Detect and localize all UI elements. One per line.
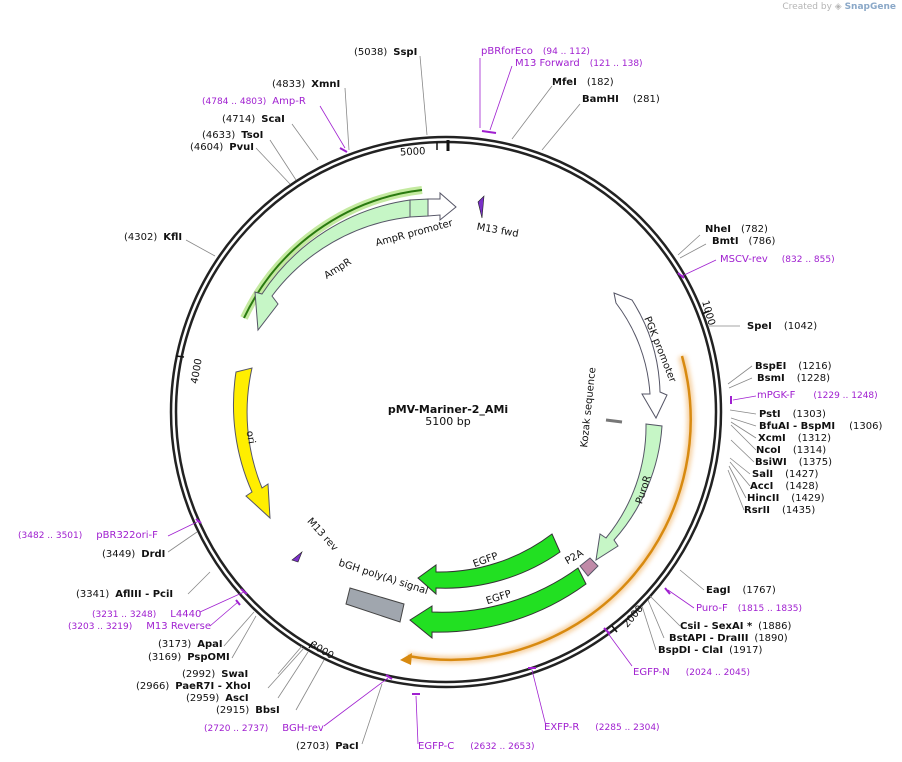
- tick-3000: [308, 641, 314, 649]
- enzyme-leader-lines: [167, 55, 757, 745]
- egfp-n-site: [603, 627, 611, 635]
- primer-egfp-n: EGFP-N(2024 .. 2045): [633, 667, 750, 678]
- bgh-rev-site: [385, 674, 393, 680]
- puror-feature: [595, 423, 663, 562]
- pbrforeco-site: [481, 130, 497, 134]
- puro-f-site: [664, 587, 671, 595]
- ampr-promoter-arrow: [427, 191, 457, 222]
- enzyme-xcmi: XcmI(1312): [758, 433, 831, 444]
- tick-4000: [175, 355, 185, 358]
- credit-brand: SnapGene: [844, 2, 896, 12]
- enzyme-paci: (2703)PacI: [296, 741, 359, 752]
- amp-r-site: [339, 147, 348, 153]
- primer-pbrforeco: pBRforEco(94 .. 112): [481, 46, 590, 57]
- enzyme-bamhi: BamHI(281): [582, 94, 660, 105]
- enzyme-nhei: NheI(782): [705, 224, 768, 235]
- enzyme-ncoi: NcoI(1314): [756, 445, 826, 456]
- enzyme-tsoi: (4633)TsoI: [202, 130, 263, 141]
- primer-puro-f: Puro-F(1815 .. 1835): [696, 603, 802, 614]
- m13-fwd-marker: [477, 195, 485, 219]
- enzyme-paer7i-xhoi: (2966)PaeR7I - XhoI: [136, 681, 251, 692]
- enzyme-afliii-pcii: (3341)AflIII - PciI: [76, 589, 173, 600]
- egfp-feature-2: [409, 567, 587, 640]
- enzyme-hincii: HincII(1429): [747, 493, 825, 504]
- enzyme-spei: SpeI(1042): [747, 321, 817, 332]
- primer-amp-r: (4784 .. 4803)Amp-R: [202, 96, 306, 107]
- enzyme-bsiwi: BsiWI(1375): [755, 457, 832, 468]
- enzyme-bmti: BmtI(786): [712, 236, 776, 247]
- enzyme-acci: AccI(1428): [750, 481, 819, 492]
- kozak-marker: [605, 418, 623, 424]
- tick-label-4000: 4000: [189, 358, 204, 385]
- enzyme-swai: (2992)SwaI: [182, 669, 248, 680]
- enzyme-pspomi: (3169)PspOMI: [148, 652, 230, 663]
- plasmid-name: pMV-Mariner-2_AMi: [388, 403, 508, 416]
- tick-2000: [611, 625, 618, 633]
- enzyme-apai: (3173)ApaI: [158, 639, 223, 650]
- tick-label-5000: 5000: [400, 146, 426, 158]
- m13-fwd-label: M13 fwd: [476, 222, 520, 240]
- enzyme-bbsi: (2915)BbsI: [216, 705, 280, 716]
- enzyme-csii-sexai: CsiI - SexAI *(1886): [680, 621, 792, 632]
- m13-rev-marker: [291, 551, 303, 563]
- mscv-rev-site: [677, 272, 685, 279]
- enzyme-psti: PstI(1303): [759, 409, 826, 420]
- enzyme-bsmi: BsmI(1228): [757, 373, 830, 384]
- ampr-orf-arrow: [243, 189, 423, 319]
- p2a-feature: [579, 557, 599, 577]
- primer-exfp-r: EXFP-R(2285 .. 2304): [544, 722, 660, 733]
- pgk-promoter-feature: [613, 292, 668, 420]
- ampr-promoter-label: AmpR promoter: [374, 218, 454, 249]
- backbone-inner-ring: [174, 140, 718, 684]
- snapgene-logo-icon: ◈: [834, 2, 842, 12]
- m13-rev-label: M13 rev: [304, 516, 339, 554]
- primer-egfp-c: EGFP-C(2632 .. 2653): [418, 741, 535, 752]
- primer-bgh-rev: (2720 .. 2737)BGH-rev: [204, 723, 324, 734]
- enzyme-rsrii: RsrII(1435): [744, 505, 815, 516]
- backbone-outer-ring: [169, 135, 723, 689]
- plasmid-size: 5100 bp: [425, 415, 470, 428]
- primer-mscv-rev: MSCV-rev(832 .. 855): [720, 254, 835, 265]
- enzyme-bspdi-clai: BspDI - ClaI(1917): [658, 645, 762, 656]
- enzyme-pvui: (4604)PvuI: [190, 142, 254, 153]
- primer-m13-reverse: (3203 .. 3219)M13 Reverse: [68, 621, 211, 632]
- orf-arrowhead: [400, 653, 412, 665]
- enzyme-bfuai-bspmi: BfuAI - BspMI(1306): [759, 421, 882, 432]
- snapgene-credit: Created by ◈ SnapGene: [782, 2, 896, 12]
- ampr-label: AmpR: [322, 256, 353, 281]
- ampr-feature: [254, 199, 411, 332]
- primer-mpgk-f: mPGK-F(1229 .. 1248): [757, 390, 878, 401]
- primer-pbr322ori-f: (3482 .. 3501)pBR322ori-F: [18, 530, 158, 541]
- enzyme-eagi: EagI(1767): [706, 585, 776, 596]
- enzyme-mfei: MfeI(182): [552, 77, 614, 88]
- enzyme-bstapi-draiii: BstAPI - DraIII(1890): [669, 633, 788, 644]
- enzyme-kfli: (4302)KflI: [124, 232, 182, 243]
- enzyme-sspi: (5038)SspI: [354, 47, 417, 58]
- enzyme-asci: (2959)AscI: [186, 693, 249, 704]
- primer-l4440: (3231 .. 3248)L4440: [92, 609, 201, 620]
- enzyme-sali: SalI(1427): [752, 469, 818, 480]
- ampr-promoter-body: [409, 198, 429, 218]
- ori-feature: [232, 367, 271, 520]
- egfp-feature-1: [417, 533, 561, 596]
- credit-prefix: Created by: [782, 2, 832, 12]
- orf-arrow: [407, 355, 692, 662]
- primer-m13-forward: M13 Forward(121 .. 138): [515, 58, 643, 69]
- enzyme-drdi: (3449)DrdI: [102, 549, 165, 560]
- primer-leader-lines: [167, 58, 757, 745]
- enzyme-scai: (4714)ScaI: [222, 114, 285, 125]
- tick-1000: [701, 310, 710, 315]
- enzyme-bspei: BspEI(1216): [755, 361, 832, 372]
- bgh-polya-feature: [345, 587, 405, 623]
- enzyme-xmni: (4833)XmnI: [272, 79, 340, 90]
- kozak-label: Kozak sequence: [579, 367, 598, 448]
- l4440-site: [240, 588, 248, 595]
- ori-label: ori: [244, 430, 257, 445]
